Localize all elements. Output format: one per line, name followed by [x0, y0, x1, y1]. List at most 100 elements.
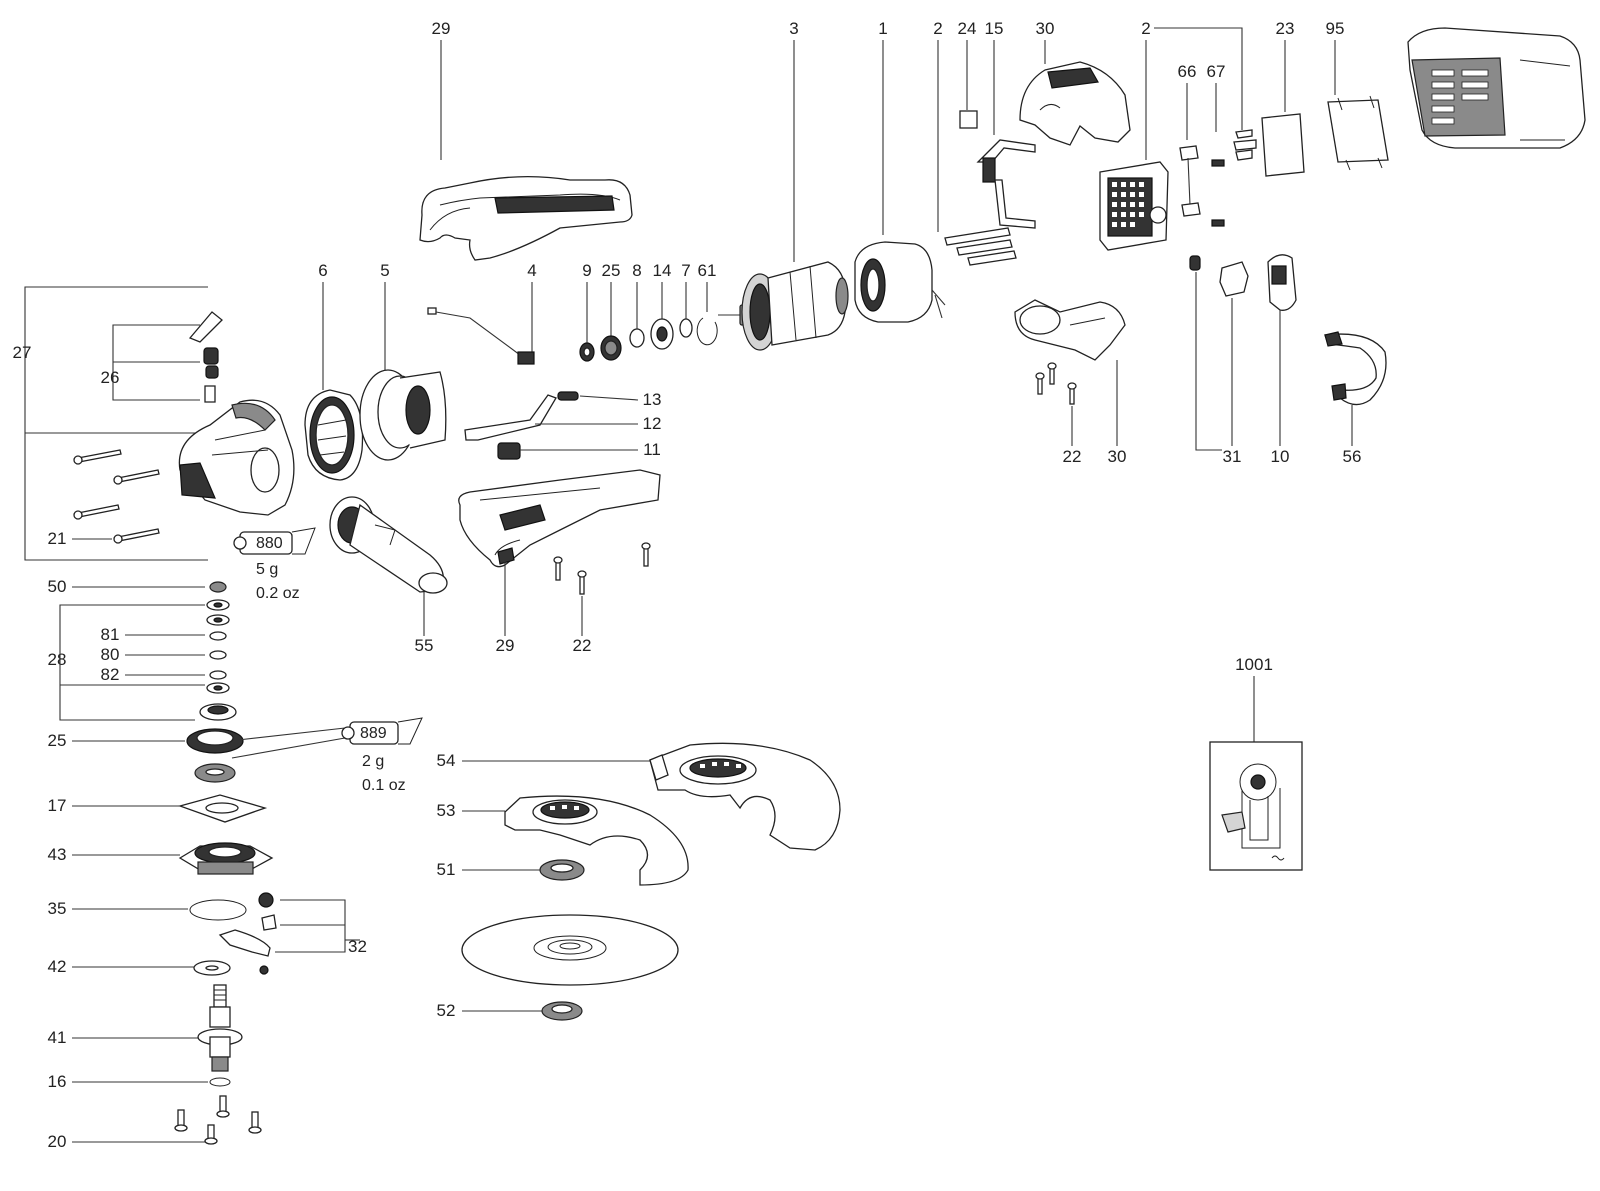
label-29-bottom: 29 [496, 636, 515, 655]
o-ring-part-35 [189, 899, 247, 921]
label-82: 82 [101, 665, 120, 684]
bracket-label-27: 27 [13, 286, 220, 561]
label-15: 15 [985, 19, 1004, 38]
label-7: 7 [681, 261, 690, 280]
flange-part-43 [178, 842, 274, 875]
grease-880-oz: 0.2 oz [256, 585, 300, 602]
plate-part-95 [1327, 95, 1389, 171]
cover-top-part-30 [1019, 61, 1131, 146]
label-16: 16 [48, 1072, 67, 1091]
label-26: 26 [101, 368, 120, 387]
label-9: 9 [582, 261, 591, 280]
ring-part-7 [679, 318, 693, 338]
pin-26 [204, 385, 216, 403]
label-22-middle: 22 [573, 636, 592, 655]
gear-head-housing-part-27 [178, 399, 295, 516]
brush-rods-part-2 [944, 227, 1017, 266]
label-51: 51 [437, 860, 456, 879]
washer-part-8 [629, 328, 645, 348]
grease-889-code: 889 [360, 725, 387, 742]
fan-cover-part-6 [304, 389, 364, 481]
label-11: 11 [643, 440, 661, 459]
label-1: 1 [878, 19, 887, 38]
flange-part-51 [539, 859, 585, 881]
battery-pack-icon [1407, 27, 1586, 149]
label-66: 66 [1178, 62, 1197, 81]
label-29-top: 29 [432, 19, 451, 38]
label-67: 67 [1207, 62, 1226, 81]
air-guide-part-5 [359, 369, 447, 461]
circlip-part-61 [696, 317, 718, 346]
grease-tube-889: 889 2 g 0.1 oz [231, 717, 423, 794]
label-12: 12 [643, 414, 662, 433]
connector-part-31 [1189, 255, 1249, 451]
nut-part-9 [579, 342, 595, 362]
label-52: 52 [437, 1001, 456, 1020]
pinion-part-25 [600, 335, 622, 361]
bracket-part-15 [976, 139, 1036, 229]
spindle-part-41 [197, 984, 243, 1072]
cover-bottom-part-30 [1014, 299, 1126, 361]
grease-tube-icon: 880 5 g 0.2 oz [233, 527, 316, 602]
label-30-bottom: 30 [1108, 447, 1127, 466]
label-50: 50 [48, 577, 67, 596]
label-22-right: 22 [1063, 447, 1082, 466]
cable-part-4 [427, 307, 535, 365]
label-23: 23 [1276, 19, 1295, 38]
screws-part-21 [73, 449, 160, 544]
stator-part-1 [854, 241, 946, 323]
screws-part-20 [174, 1095, 262, 1145]
label-21: 21 [48, 529, 67, 548]
label-54: 54 [437, 751, 456, 770]
grease-880-mass: 5 g [256, 561, 278, 578]
label-24: 24 [958, 19, 977, 38]
grinding-disc [461, 914, 679, 986]
label-25-top: 25 [602, 261, 621, 280]
label-1001: 1001 [1235, 655, 1273, 674]
label-80: 80 [101, 645, 120, 664]
washer-part-42 [193, 960, 231, 976]
label-53: 53 [437, 801, 456, 820]
housing-bottom-part-29 [458, 469, 661, 568]
screws-part-22-right [1035, 362, 1077, 405]
label-42: 42 [48, 957, 67, 976]
bevel-gear-part-25 [186, 703, 244, 783]
label-10: 10 [1271, 447, 1290, 466]
screws-part-22-middle [553, 542, 651, 595]
guards-labels: 54 53 51 52 [437, 751, 670, 1020]
label-3: 3 [789, 19, 798, 38]
spring-26 [203, 347, 219, 365]
switch-button-part-11: 11 [497, 440, 661, 460]
gasket-part-17 [177, 794, 268, 823]
strap-part-56 [1324, 331, 1387, 446]
top-labels: 29 3 1 2 24 15 30 2 23 95 66 67 [432, 19, 1344, 262]
label-31: 31 [1223, 447, 1242, 466]
clips-part-66 [1179, 145, 1201, 217]
label-35: 35 [48, 899, 67, 918]
grease-889-oz: 0.1 oz [362, 777, 406, 794]
pad-part-24 [959, 110, 978, 129]
middle-labels: 6 5 4 9 25 8 14 7 61 [318, 261, 716, 390]
housing-top-part-29 [419, 176, 633, 261]
label-30-top: 30 [1036, 19, 1055, 38]
spring-part-13: 13 [557, 390, 662, 409]
label-8: 8 [632, 261, 641, 280]
wheel-guard-part-54 [649, 742, 841, 851]
left-stack-labels: 50 28 81 80 82 25 17 43 35 42 41 16 20 [48, 577, 208, 1151]
slider-part-12: 12 [464, 394, 662, 441]
label-13: 13 [643, 390, 662, 409]
electronics-module-part-2 [1099, 161, 1169, 251]
label-41: 41 [48, 1028, 67, 1047]
grease-889-mass: 2 g [362, 753, 384, 770]
latch-part-10 [1267, 254, 1297, 446]
motor-wiring-diagram-icon: 1001 [1209, 655, 1303, 871]
label-5: 5 [380, 261, 389, 280]
label-32: 32 [348, 937, 367, 956]
label-2-a: 2 [933, 19, 942, 38]
washer-stack [206, 581, 230, 694]
label-14: 14 [653, 261, 672, 280]
label-4: 4 [527, 261, 536, 280]
group-26: 26 [101, 311, 223, 403]
wheel-guard-part-53 [504, 795, 689, 886]
